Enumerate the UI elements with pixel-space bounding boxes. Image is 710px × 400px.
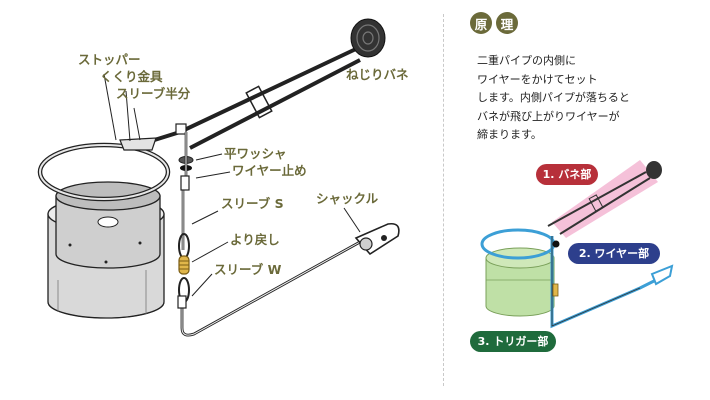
long-wire [177,240,361,337]
label-sleeve-w: スリーブ W [214,262,282,277]
leader-lines [103,73,361,297]
label-shackle: シャックル [316,191,379,206]
principle-title: 原 理 [470,12,518,34]
pipe-wire [178,132,190,259]
shackle [354,222,400,256]
principle-line: ワイヤーをかけてセット [477,72,598,86]
principle-title-char: 原 [470,12,492,34]
wire-part-badge: 2. ワイヤー部 [568,243,660,264]
principle-line: 二重パイプの内側に [477,54,576,67]
section-divider [443,14,444,386]
trigger-part-badge: 3. トリガー部 [470,331,556,352]
label-sleeve-s: スリーブ S [221,196,284,211]
spring-part-highlight [547,160,662,238]
label-wire-stop: ワイヤー止め [232,163,307,178]
wire-part-highlight [480,228,674,329]
label-spring: ねじりバネ [346,67,409,82]
principle-line: バネが飛び上がりワイヤーが [477,109,620,123]
label-sleeve-half: スリーブ半分 [116,86,191,101]
principle-title-char: 理 [496,12,518,34]
principle-text: 二重パイプの内側に ワイヤーをかけてセット します。内側パイプが落ちると バネが… [477,52,630,145]
stopper-fitting [119,123,187,151]
label-kukuri: くくり金具 [100,69,163,84]
label-swivel: より戻し [230,232,280,247]
label-stopper: ストッパー [78,52,141,67]
swivel [178,255,190,275]
principle-line: します。内側パイプが落ちると [477,91,630,104]
outer-pipe-drum [55,181,161,269]
spring-coil [350,18,386,58]
spring-part-badge: 1. バネ部 [536,164,598,185]
label-washer: 平ワッシャ [224,146,287,161]
principle-line: 締まります。 [477,128,542,141]
wire-loop [37,142,171,202]
